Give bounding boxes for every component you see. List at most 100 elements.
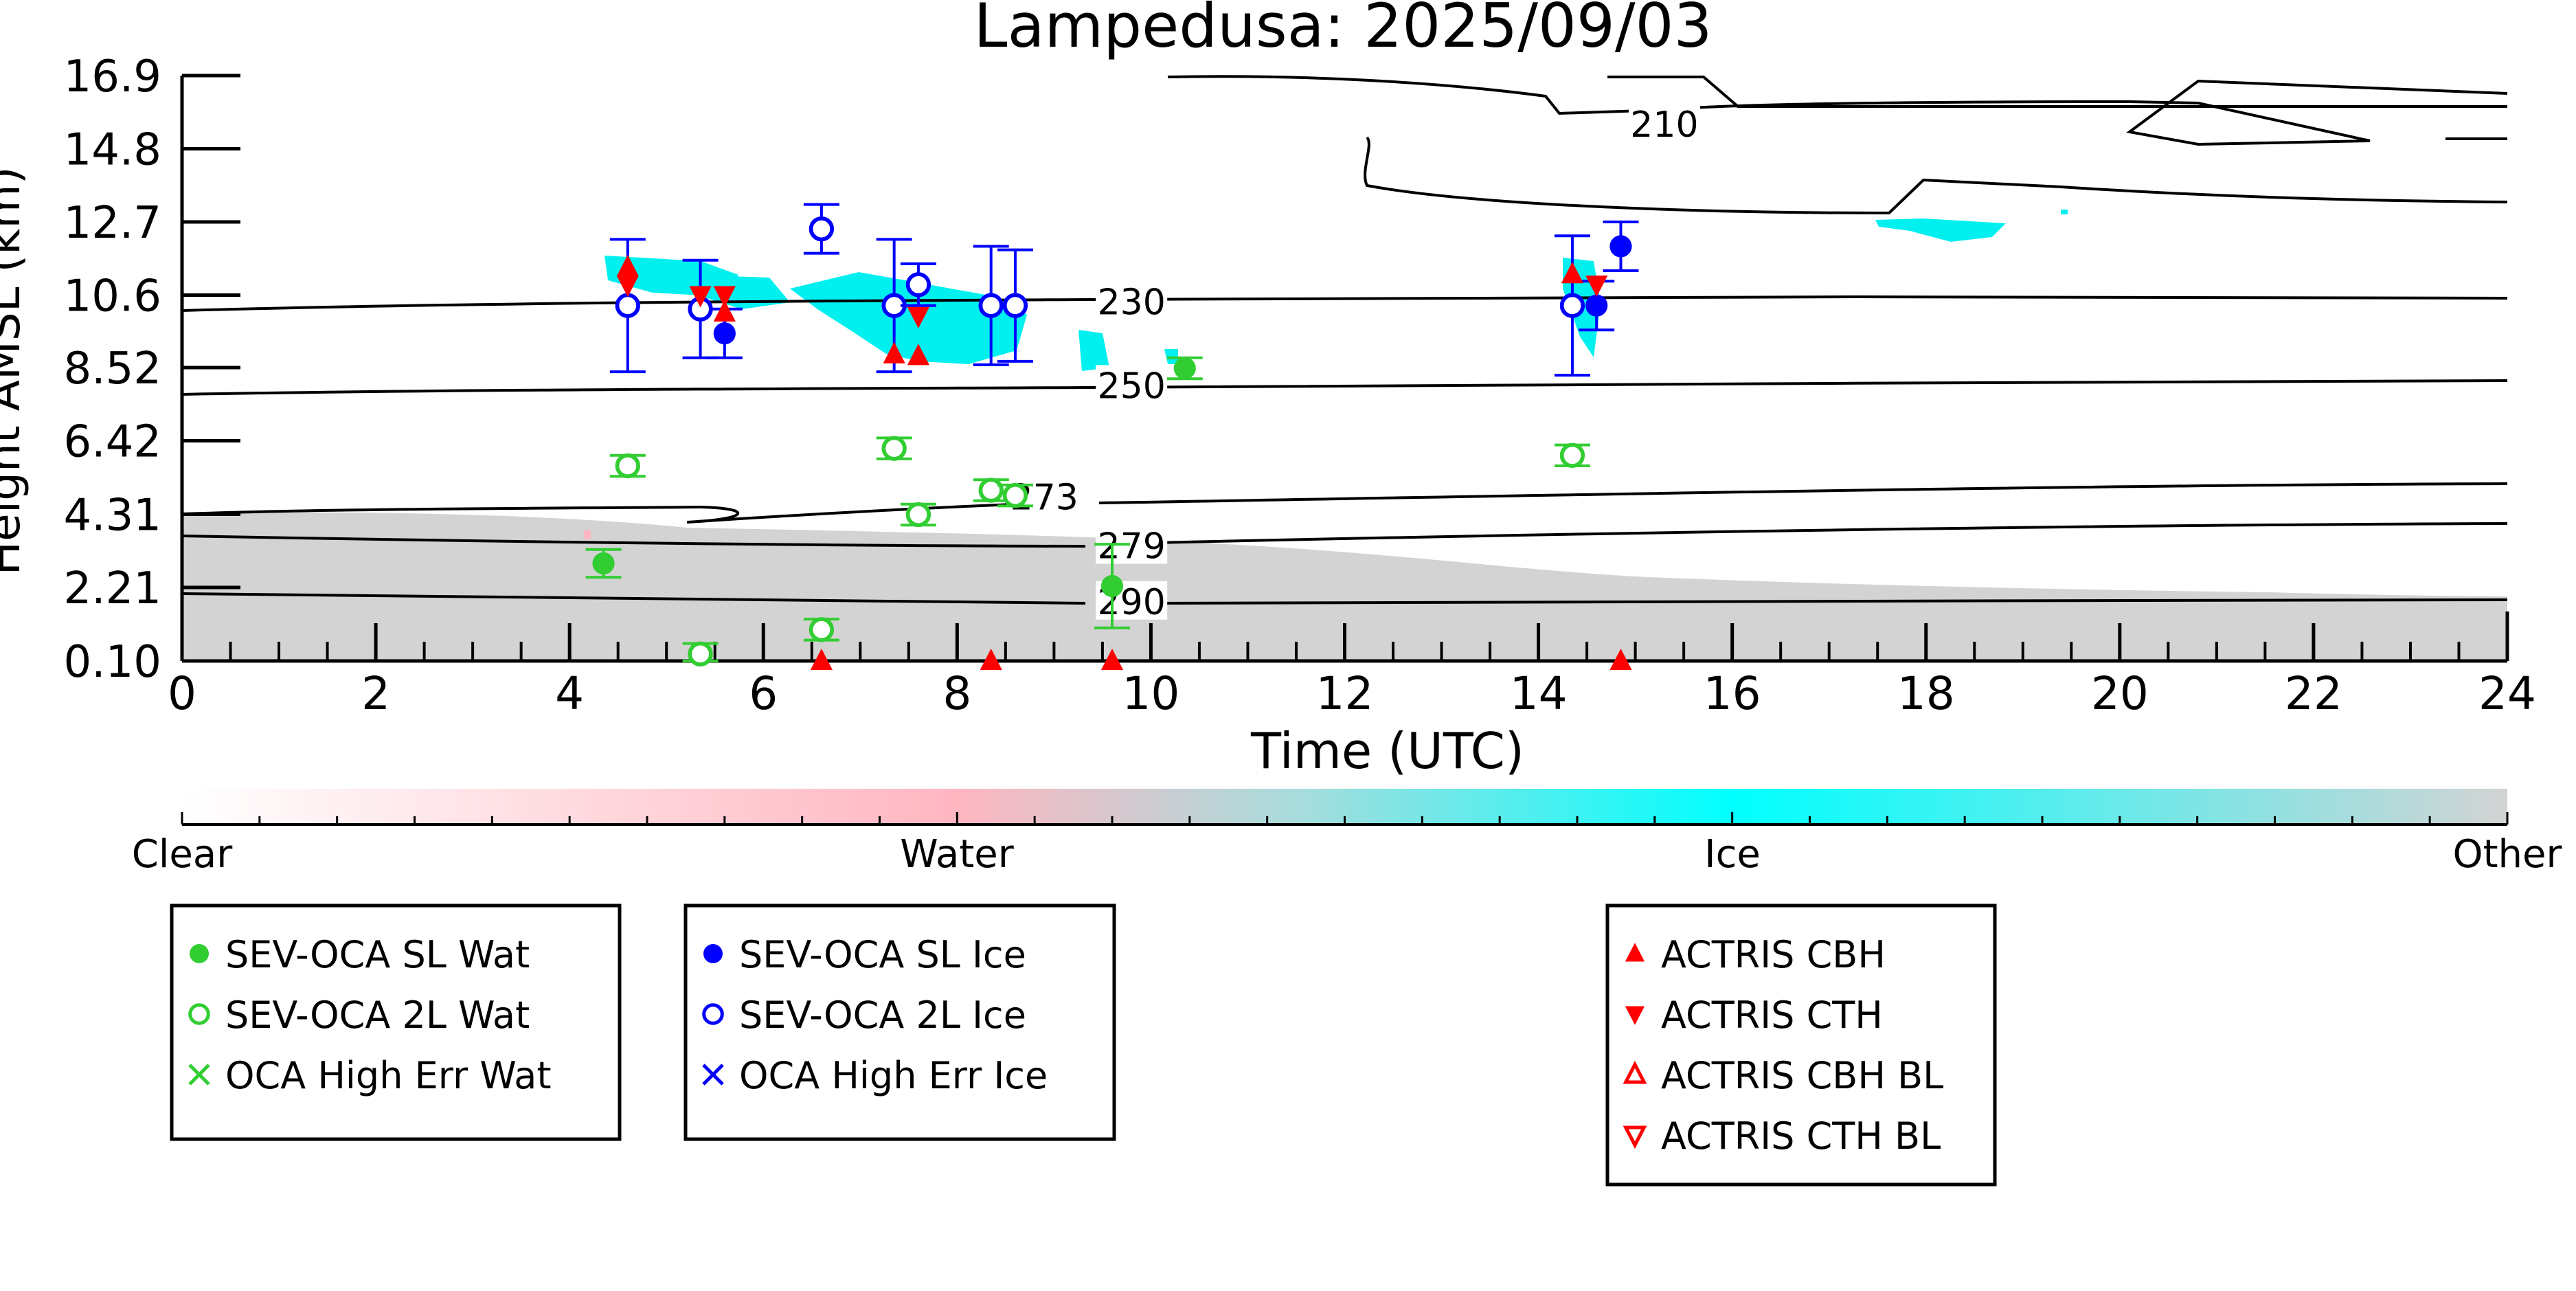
- legend-symbol: [1625, 943, 1645, 962]
- legend-item: SEV-OCA SL Ice: [703, 933, 1026, 976]
- legend-item: OCA High Err Wat: [188, 1054, 552, 1097]
- legend-symbol: [1625, 1006, 1645, 1025]
- legend-label: ACTRIS CTH BL: [1661, 1114, 1941, 1158]
- colorbar-label-clear: Clear: [132, 832, 233, 877]
- contour-label-230: 230: [1098, 282, 1166, 324]
- point-actris-cbh: [980, 649, 1002, 671]
- point-sev-oca-2l-wat: [973, 478, 1009, 503]
- colorbar-ticks: [181, 812, 2509, 824]
- point-actris-cbh: [1100, 649, 1124, 671]
- contour-line-250: [181, 379, 2508, 396]
- legend-label: SEV-OCA SL Ice: [739, 933, 1026, 976]
- x-tick-label: 14: [1510, 667, 1568, 720]
- point-actris-cbh: [713, 300, 736, 322]
- chart-title: Lampedusa: 2025/09/03: [974, 0, 1713, 61]
- contour-line-279: [181, 522, 2508, 548]
- contour-label-250: 250: [1098, 366, 1166, 407]
- contour-label-bg: [1096, 281, 1168, 320]
- legend-symbol: [702, 1064, 724, 1086]
- contour-label-bg: [1096, 365, 1168, 404]
- point-sev-oca-2l-wat: [803, 617, 839, 642]
- legend-label: SEV-OCA SL Wat: [225, 933, 530, 976]
- legend-item: SEV-OCA SL Wat: [190, 933, 530, 976]
- point-sev-oca-sl-ice: [1603, 221, 1639, 272]
- x-tick-label: 12: [1316, 667, 1374, 720]
- legend-item: ACTRIS CTH BL: [1623, 1114, 1941, 1158]
- x-tick-label: 10: [1122, 667, 1179, 720]
- x-tick-label: 20: [2091, 667, 2149, 720]
- point-sev-oca-2l-ice: [803, 203, 839, 255]
- legend-item: OCA High Err Ice: [702, 1054, 1048, 1097]
- contour-line-290: [181, 592, 2508, 605]
- point-sev-oca-2l-wat: [1554, 442, 1590, 468]
- y-tick-label: 0.10: [64, 637, 162, 688]
- point-sev-oca-2l-ice: [973, 245, 1009, 366]
- contour-label-bg: [1628, 104, 1700, 142]
- x-tick-label: 2: [361, 667, 390, 720]
- legend-label: OCA High Err Wat: [225, 1054, 552, 1097]
- y-tick-label: 4.31: [64, 490, 162, 541]
- point-actris-cth: [1585, 276, 1608, 298]
- colorbar-label-other: Other: [2452, 832, 2562, 877]
- point-sev-oca-2l-wat: [609, 453, 646, 479]
- contour-line-210: [1167, 75, 2508, 215]
- point-sev-oca-sl-wat: [1166, 356, 1203, 381]
- contour-line-273: [181, 482, 2508, 524]
- legend-label: SEV-OCA 2L Wat: [225, 993, 530, 1037]
- point-actris-cth: [689, 286, 712, 308]
- cloud-classification-layer: [182, 210, 2507, 661]
- legend-item: SEV-OCA 2L Ice: [702, 993, 1026, 1037]
- y-tick-label: 10.6: [64, 271, 162, 322]
- legend-label: SEV-OCA 2L Ice: [739, 993, 1026, 1037]
- point-sev-oca-2l-ice: [1554, 234, 1590, 377]
- legend-symbol: [190, 944, 209, 963]
- x-tick-label: 18: [1897, 667, 1955, 720]
- x-tick-label: 22: [2285, 667, 2342, 720]
- y-tick-label: 12.7: [64, 198, 162, 249]
- x-tick-label: 4: [555, 667, 584, 720]
- legend-symbol: [702, 1003, 724, 1025]
- point-sev-oca-2l-ice: [900, 262, 936, 307]
- contour-label-279: 279: [1098, 526, 1166, 568]
- point-sev-oca-2l-wat: [997, 482, 1033, 508]
- point-sev-oca-2l-wat: [876, 436, 912, 461]
- point-actris-cth: [616, 276, 639, 298]
- y-tick-label: 2.21: [64, 563, 162, 614]
- legend-label: ACTRIS CTH: [1661, 993, 1883, 1037]
- legend-symbol: [188, 1064, 210, 1086]
- legend-item: ACTRIS CBH: [1625, 933, 1886, 976]
- legend-symbol: [1623, 1060, 1647, 1084]
- y-tick-label: 14.8: [64, 125, 162, 176]
- water-class-regions: [584, 530, 591, 539]
- x-tick-label: 16: [1704, 667, 1761, 720]
- y-axis-label: Height AMSL (km): [0, 167, 30, 576]
- x-tick-label: 6: [749, 667, 778, 720]
- point-actris-cbh: [810, 649, 833, 671]
- point-sev-oca-sl-wat: [585, 548, 622, 579]
- point-sev-oca-2l-wat: [900, 502, 936, 528]
- point-actris-cth: [713, 286, 736, 308]
- legend-symbol: [1623, 1125, 1647, 1149]
- x-axis-label: Time (UTC): [1250, 722, 1524, 780]
- contour-line-230: [181, 295, 2508, 312]
- y-tick-label: 6.42: [64, 416, 162, 467]
- point-actris-cbh: [883, 341, 905, 363]
- colorbar-label-ice: Ice: [1704, 832, 1761, 877]
- legend-item: SEV-OCA 2L Wat: [188, 993, 530, 1037]
- x-tick-label: 0: [168, 667, 196, 720]
- point-actris-cbh: [1609, 649, 1632, 671]
- x-tick-label: 8: [942, 667, 971, 720]
- point-actris-cth: [907, 306, 930, 328]
- legend-label: OCA High Err Ice: [739, 1054, 1048, 1097]
- point-sev-oca-sl-wat: [1094, 543, 1130, 629]
- data-marks: [585, 203, 1639, 671]
